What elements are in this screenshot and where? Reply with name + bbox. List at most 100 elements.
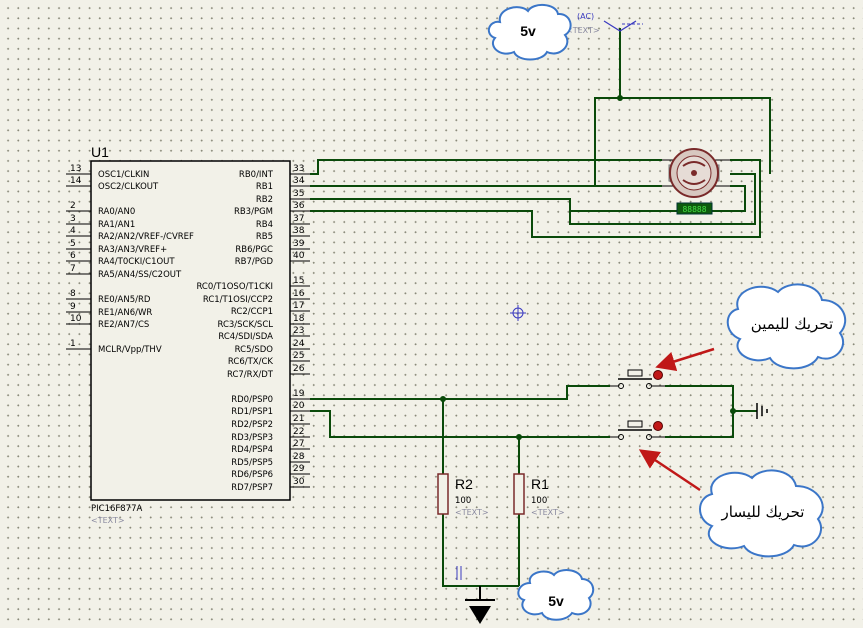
resistor-r1[interactable]: R1 100 <TEXT> [513,473,565,517]
pin-number: 30 [293,477,305,487]
ic-body [90,160,291,501]
wire-motor-right [570,185,746,212]
wire-pin19 [310,385,610,400]
button-indicator [653,370,663,380]
cloud-bottom-5v: 5v [517,569,595,621]
arrow-to-right-button [655,347,715,372]
junction-dot [617,95,623,101]
pin-number: 27 [293,439,304,449]
cloud-shape [726,283,847,370]
pin-label: RB0/INT [239,170,274,180]
cloud-label: تحريك لليمين [751,315,833,333]
ic-text-placeholder: <TEXT> [91,516,125,525]
cloud-left-label: تحريك لليسار [699,469,824,558]
pin-label: RC4/SDI/SDA [218,332,273,342]
cloud-shape [517,569,595,621]
push-button-left[interactable] [610,420,665,440]
pin-number: 39 [293,239,305,249]
pin-label: RC7/RX/DT [227,370,274,380]
wire-switch-common [665,385,734,438]
cloud-shape [487,4,572,61]
resistor-body [437,473,449,515]
button-indicator [653,421,663,431]
motor-counter-digits: 88888 [682,205,706,214]
pin-number: 22 [293,427,304,437]
pin-label: RC1/T1OSI/CCP2 [203,295,273,305]
pin-number: 20 [293,401,305,411]
pin-number: 25 [293,351,304,361]
cloud-shape [699,469,824,558]
wire-motor-common [594,97,771,186]
wire-r2-bottom [442,514,519,587]
push-button-right[interactable] [610,369,665,389]
pin-label: RE0/AN5/RD [98,295,151,305]
wires [310,28,771,587]
pin-label: RB5 [256,232,273,242]
antenna-symbol [603,20,637,32]
wire-pin33 [310,159,662,175]
pin-label: RD3/PSP3 [231,433,273,443]
pic-microcontroller[interactable]: U1 13OSC1/CLKIN14OSC2/CLKOUT2RA0/AN03RA1… [66,144,310,525]
pin-label: RA5/AN4/SS/C2OUT [98,270,182,280]
pin-label: RD1/PSP1 [231,407,273,417]
motor-shaft [691,170,697,176]
ground-symbol-right [756,403,768,419]
pin-label: RD0/PSP0 [231,395,273,405]
cloud-top-5v: 5v [487,4,572,61]
pin-number: 29 [293,464,305,474]
pin-label: RB1 [256,182,273,192]
pin-number: 35 [293,189,304,199]
pin-number: 26 [293,364,305,374]
pin-label: RC2/CCP1 [231,307,273,317]
pin-label: RD2/PSP2 [231,420,273,430]
crosshair-marker [510,305,526,321]
pin-label: RA1/AN1 [98,220,135,230]
motor-winding [682,161,706,185]
resistor-r2[interactable]: R2 100 <TEXT> [437,473,489,517]
pin-label: RC0/T1OSO/T1CKI [196,282,273,292]
pin-label: RB2 [256,195,273,205]
pin-label: RD6/PSP6 [231,470,273,480]
r1-value: 100 [531,496,547,506]
pin-number: 2 [70,201,76,211]
ic-part-number: PIC16F877A [91,504,142,514]
pin-number: 34 [293,176,305,186]
wire-pin35 [310,173,756,225]
power-terminal[interactable]: (AC) <TEXT> [566,12,643,35]
button-cap [627,420,643,428]
junction-dot [440,396,446,402]
pin-label: RB4 [256,220,273,230]
pin-number: 33 [293,164,304,174]
resistor-body [513,473,525,515]
button-cap [627,369,643,377]
ac-label: (AC) [577,12,594,21]
pin-number: 15 [293,276,304,286]
pin-label: RD5/PSP5 [231,458,273,468]
pin-label: RB3/PGM [234,207,273,217]
pin-number: 3 [70,214,76,224]
left-pin-group: 13OSC1/CLKIN14OSC2/CLKOUT2RA0/AN03RA1/AN… [66,164,194,355]
pin-number: 36 [293,201,305,211]
stepper-motor[interactable]: 88888 [662,148,730,215]
pin-number: 19 [293,389,305,399]
pin-number: 24 [293,339,305,349]
r2-text: <TEXT> [455,508,489,517]
